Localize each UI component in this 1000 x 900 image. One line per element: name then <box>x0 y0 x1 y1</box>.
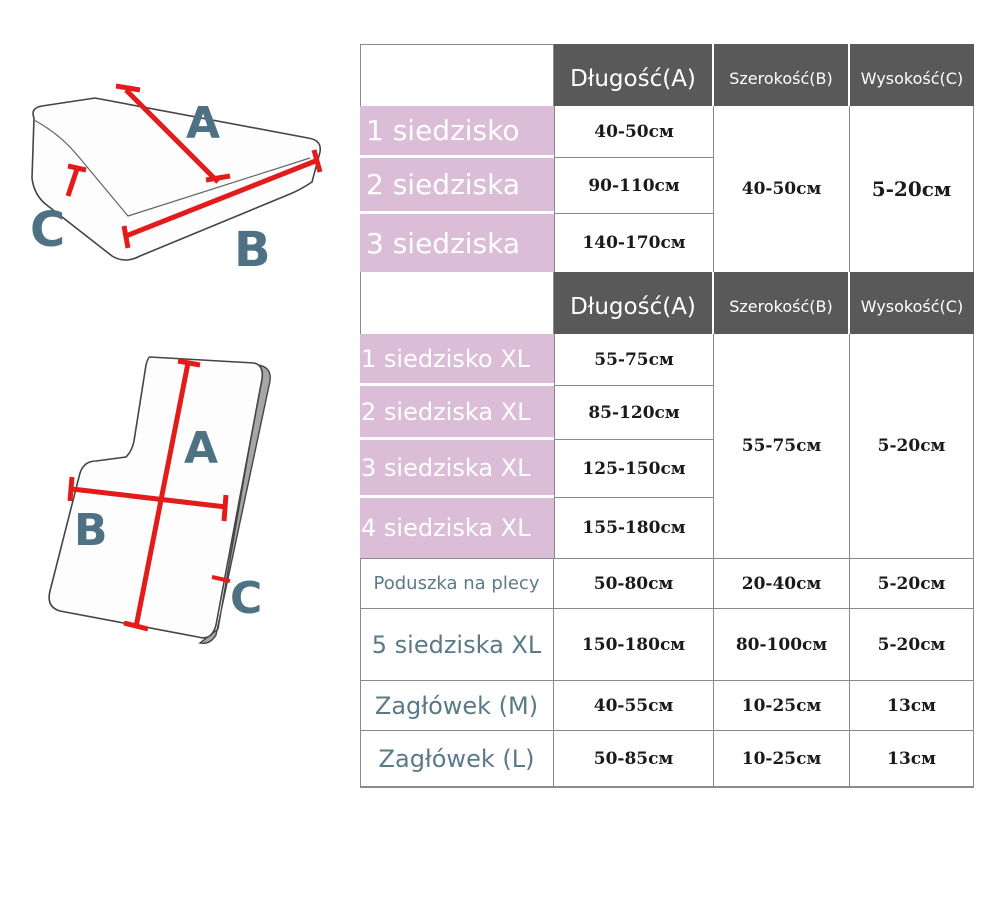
row-length: 50-85см <box>554 730 714 788</box>
row-label: 2 siedziska <box>360 158 554 214</box>
row-label: Zagłówek (M) <box>360 680 554 730</box>
row-label: 1 siedzisko <box>360 106 554 158</box>
row-length: 50-80см <box>554 558 714 608</box>
measure-c-line <box>65 163 87 197</box>
row-length: 155-180см <box>554 498 714 558</box>
row-label: 3 siedziska XL <box>360 440 554 498</box>
row-label: 3 siedziska <box>360 214 554 272</box>
row-width: 10-25см <box>714 680 850 730</box>
row-height: 13см <box>850 730 974 788</box>
header-length: Długość(A) <box>554 44 714 106</box>
row-length: 150-180см <box>554 608 714 680</box>
row-label: 4 siedziska XL <box>360 498 554 558</box>
measure-a-line <box>115 83 231 184</box>
seat-cushion-diagram: A B C <box>30 83 323 278</box>
row-width: 80-100см <box>714 608 850 680</box>
row-width: 10-25см <box>714 730 850 788</box>
row-height: 5-20см <box>850 608 974 680</box>
header-empty-cell <box>360 272 554 334</box>
header-width: Szerokość(B) <box>714 272 850 334</box>
row-height: 5-20см <box>850 558 974 608</box>
measure-b-line <box>121 149 323 249</box>
row-label: 5 siedziska XL <box>360 608 554 680</box>
measure-b-line <box>67 476 229 522</box>
row-length: 55-75см <box>554 334 714 386</box>
group2-height: 5-20см <box>850 334 974 558</box>
seat-cushion-top-edge <box>33 119 311 217</box>
label-c: C <box>230 573 262 624</box>
group1-height: 5-20см <box>850 106 974 272</box>
seat-cushion-outline <box>31 97 322 261</box>
back-cushion-side <box>198 364 271 645</box>
label-a: A <box>186 98 220 149</box>
header-height: Wysokość(C) <box>850 272 974 334</box>
label-b: B <box>74 505 108 556</box>
back-cushion-diagram: A B C <box>48 356 271 645</box>
row-label: Poduszka na plecy <box>360 558 554 608</box>
measure-c-line <box>211 575 231 583</box>
measure-a-line <box>123 358 201 632</box>
size-table: Długość(A) Szerokość(B) Wysokość(C) 1 si… <box>360 44 974 788</box>
row-label: 2 siedziska XL <box>360 386 554 440</box>
row-length: 85-120см <box>554 386 714 440</box>
header-width: Szerokość(B) <box>714 44 850 106</box>
header-empty-cell <box>360 44 554 106</box>
row-length: 40-50см <box>554 106 714 158</box>
row-width: 20-40см <box>714 558 850 608</box>
row-length: 40-55см <box>554 680 714 730</box>
row-length: 140-170см <box>554 214 714 272</box>
row-label: Zagłówek (L) <box>360 730 554 788</box>
row-length: 90-110см <box>554 158 714 214</box>
label-c: C <box>30 202 65 258</box>
group2-width: 55-75см <box>714 334 850 558</box>
group1-width: 40-50см <box>714 106 850 272</box>
row-label: 1 siedzisko XL <box>360 334 554 386</box>
row-length: 125-150см <box>554 440 714 498</box>
label-b: B <box>234 222 271 278</box>
header-length: Długość(A) <box>554 272 714 334</box>
row-height: 13см <box>850 680 974 730</box>
label-a: A <box>184 423 218 474</box>
header-height: Wysokość(C) <box>850 44 974 106</box>
